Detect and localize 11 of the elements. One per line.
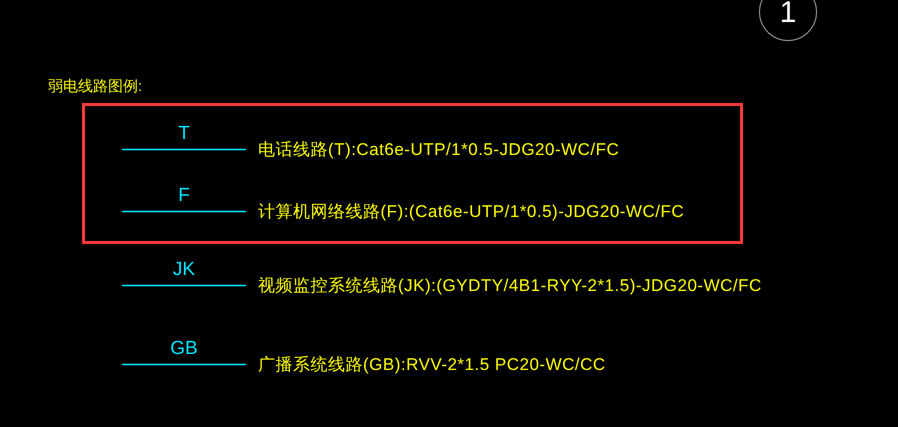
- legend-text: 电话线路(T):Cat6e-UTP/1*0.5-JDG20-WC/FC: [258, 141, 620, 158]
- highlight-frame: [82, 103, 743, 244]
- legend-text: 视频监控系统线路(JK):(GYDTY/4B1-RYY-2*1.5)-JDG20-WC/FC: [258, 277, 762, 294]
- line-code: GB: [169, 339, 199, 358]
- line-code: T: [177, 124, 191, 143]
- sheet-number: 1: [780, 0, 796, 28]
- legend-title: 弱电线路图例:: [48, 77, 142, 97]
- line-code: JK: [172, 260, 196, 279]
- legend-text: 计算机网络线路(F):(Cat6e-UTP/1*0.5)-JDG20-WC/FC: [258, 203, 684, 220]
- legend-text: 广播系统线路(GB):RVV-2*1.5 PC20-WC/CC: [258, 356, 606, 373]
- line-code: F: [177, 186, 191, 205]
